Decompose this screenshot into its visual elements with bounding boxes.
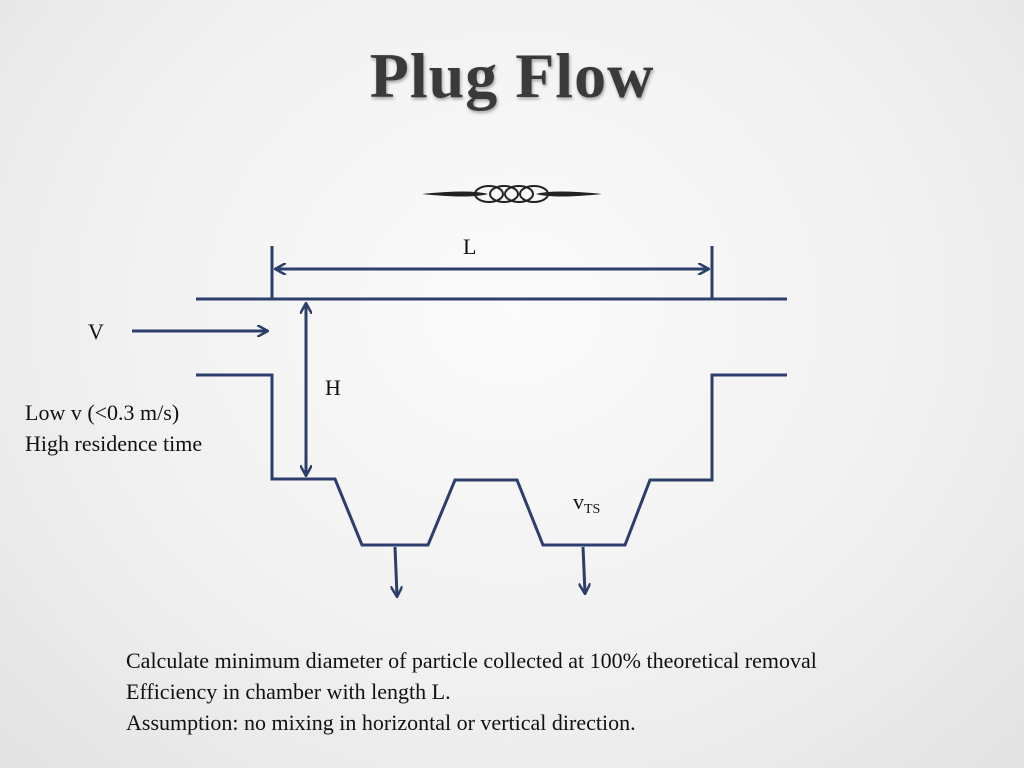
slide-title: Plug Flow <box>369 40 655 111</box>
length-dimension <box>270 246 714 300</box>
problem-statement: Calculate minimum diameter of particle c… <box>126 645 817 738</box>
hopper-outflow-arrow-left <box>395 546 397 596</box>
note-line-residence-time: High residence time <box>25 431 203 456</box>
settling-velocity-label: vTS <box>573 491 600 517</box>
flow-conditions-note: Low v (<0.3 m/s) High residence time <box>25 397 202 459</box>
problem-line-3: Assumption: no mixing in horizontal or v… <box>126 710 636 735</box>
velocity-label: V <box>88 319 104 344</box>
height-label: H <box>325 375 341 400</box>
problem-line-2: Efficiency in chamber with length L. <box>126 679 451 704</box>
title-ornament <box>422 185 602 203</box>
note-line-low-velocity: Low v (<0.3 m/s) <box>25 400 180 425</box>
settling-velocity-symbol: v <box>573 489 584 514</box>
settling-velocity-subscript: TS <box>584 502 601 517</box>
length-label: L <box>463 234 477 259</box>
hopper-outflow-arrow-right <box>583 546 585 593</box>
problem-line-1: Calculate minimum diameter of particle c… <box>126 648 817 673</box>
chamber-bottom-profile <box>196 373 787 547</box>
